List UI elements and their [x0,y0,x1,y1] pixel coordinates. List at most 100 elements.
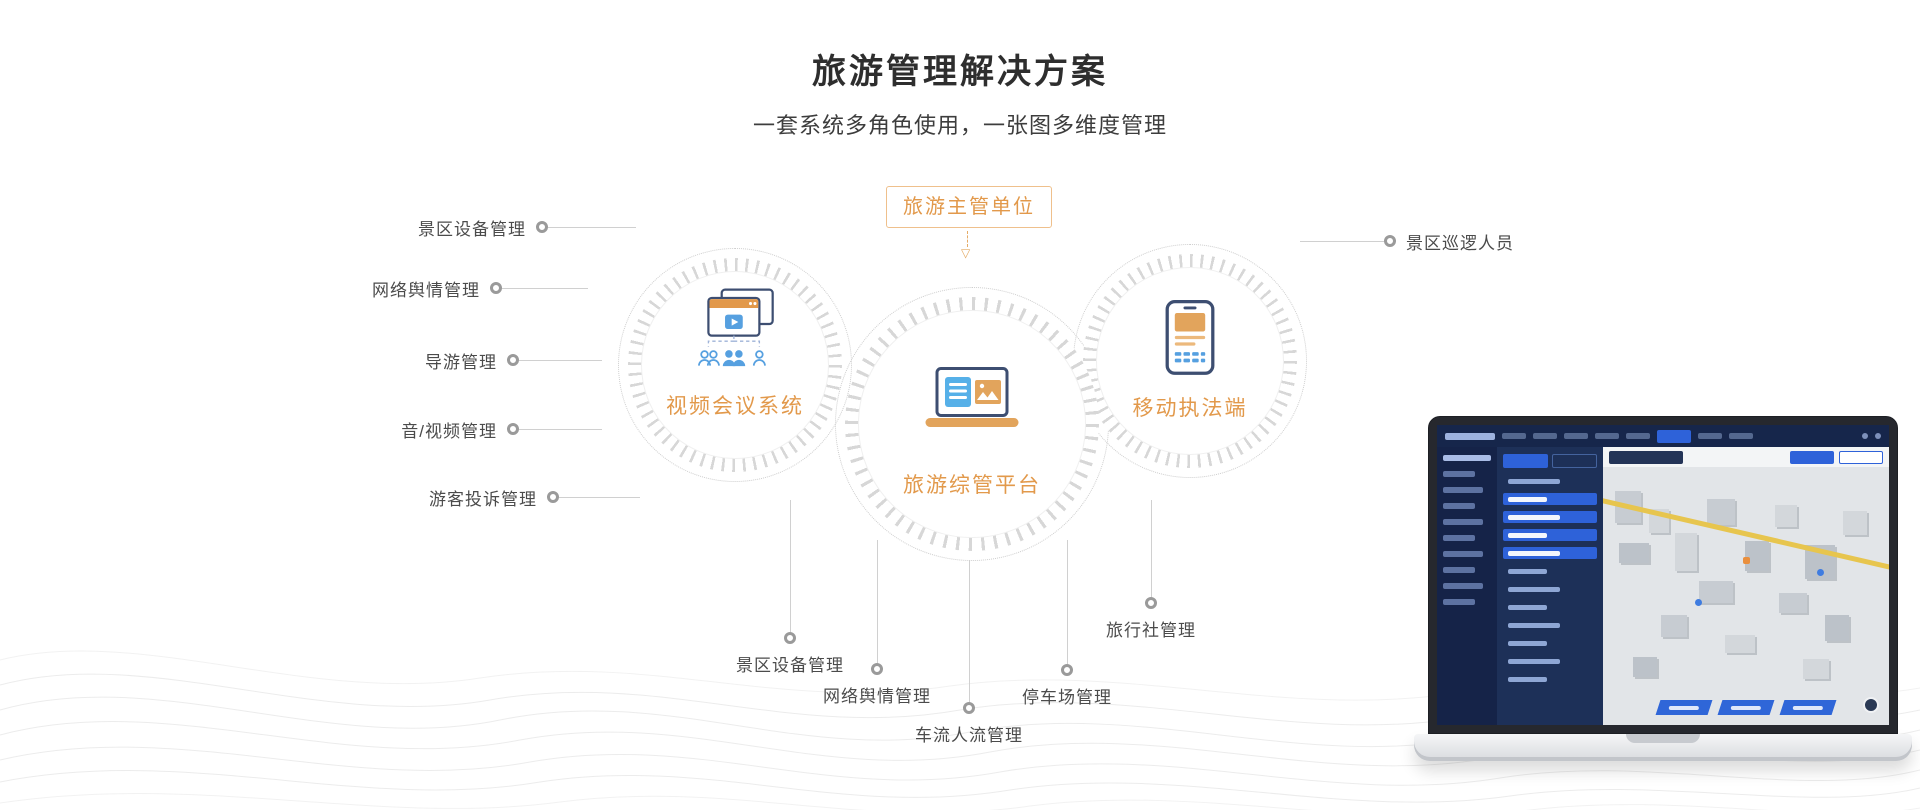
nav-chip [1729,433,1753,439]
arrow-down-icon: ▽ [961,246,971,260]
nav-chip [1657,429,1691,443]
label-text: 景区设备管理 [736,656,844,675]
connector-line [548,226,636,228]
label-text: 游客投诉管理 [429,489,537,509]
dashboard-body [1437,447,1889,725]
label-text: 旅行社管理 [1106,621,1196,640]
panel-button-primary [1503,454,1548,468]
panel-row [1503,637,1597,649]
laptop-dashboard-icon [925,367,1019,427]
left-label-item: 音/视频管理 [267,419,602,441]
laptop-mockup [1414,416,1912,761]
dashboard-preview [1437,425,1889,725]
panel-row [1503,583,1597,595]
connector-dot [490,282,502,294]
connector-line [789,500,791,632]
sidebar-row [1443,551,1483,557]
map-action-button [1655,700,1713,715]
node-mobile-enforcement: 移动执法端 [1083,254,1297,468]
dashboard-sidebar [1437,447,1497,725]
sidebar-row [1443,535,1475,541]
nav-chip [1698,433,1722,439]
nav-chip [1626,433,1650,439]
nav-chip [1595,433,1619,439]
map-toolbar [1603,447,1889,467]
connector-dot [536,221,548,233]
page-subtitle: 一套系统多角色使用，一张图多维度管理 [752,113,1167,138]
map-action-button [1717,700,1775,715]
panel-row [1503,565,1597,577]
bottom-label-item: 网络舆情管理 [787,540,967,707]
panel-row [1503,511,1597,523]
building-block [1619,543,1649,563]
connector-dot [1145,597,1157,609]
panel-row [1503,655,1597,667]
label-text: 音/视频管理 [401,421,497,441]
map-button-secondary [1839,450,1883,464]
bottom-label-item: 停车场管理 [977,540,1157,708]
building-block [1725,635,1755,653]
nav-chip [1564,433,1588,439]
sidebar-row [1443,599,1475,605]
left-label-item: 游客投诉管理 [307,487,640,509]
connector-line [876,540,878,663]
connector-line [502,287,588,289]
connector-line [519,428,602,430]
building-block [1745,541,1769,571]
label-text: 车流人流管理 [915,726,1023,745]
connector-dot [507,354,519,366]
panel-row [1503,547,1597,559]
left-label-item: 导游管理 [267,350,602,372]
connector-line [559,496,640,498]
page-title: 旅游管理解决方案 [812,53,1108,91]
node-label-platform: 旅游综管平台 [903,474,1041,497]
label-text: 景区设备管理 [418,219,526,239]
authority-connector-line [967,231,968,247]
connector-line [1300,240,1384,242]
building-block [1825,615,1849,641]
panel-row [1503,673,1597,685]
user-avatar-dot [1862,433,1868,439]
laptop-base [1414,734,1912,761]
connector-dot [1061,664,1073,676]
panel-row [1503,619,1597,631]
nav-chip [1533,433,1557,439]
sidebar-row [1443,487,1483,493]
connector-dot [507,423,519,435]
bottom-label-item: 车流人流管理 [879,560,1059,746]
right-label-item: 景区巡逻人员 [1300,231,1514,253]
sidebar-row [1443,471,1475,477]
building-block [1661,615,1687,637]
dashboard-logo [1445,432,1495,440]
connector-line [968,560,970,702]
panel-buttons [1503,454,1597,468]
building-block [1803,659,1829,679]
connector-dot [547,491,559,503]
nav-chip [1502,433,1526,439]
connector-line [519,359,602,361]
panel-row [1503,529,1597,541]
node-label-video: 视频会议系统 [666,395,804,418]
wave-background-decoration [0,650,1920,810]
building-block [1775,505,1797,527]
map-action-buttons [1655,700,1837,715]
building-block [1675,533,1697,571]
dashboard-panel-list [1503,475,1597,685]
sidebar-row [1443,503,1475,509]
connector-dot [784,632,796,644]
label-text: 停车场管理 [1022,688,1112,707]
dashboard-topbar [1437,425,1889,447]
connector-line [1150,500,1152,597]
left-label-item: 景区设备管理 [296,217,636,239]
connector-dot [871,663,883,675]
connector-dot [1384,235,1396,247]
connector-dot [963,702,975,714]
map-marker-blue [1817,569,1824,576]
sidebar-row [1443,455,1491,461]
dashboard-panel [1497,447,1603,725]
building-block [1707,499,1735,525]
map-clock-widget [1863,697,1879,713]
left-label-item: 网络舆情管理 [250,278,588,300]
building-block [1779,593,1807,613]
sidebar-row [1443,519,1483,525]
